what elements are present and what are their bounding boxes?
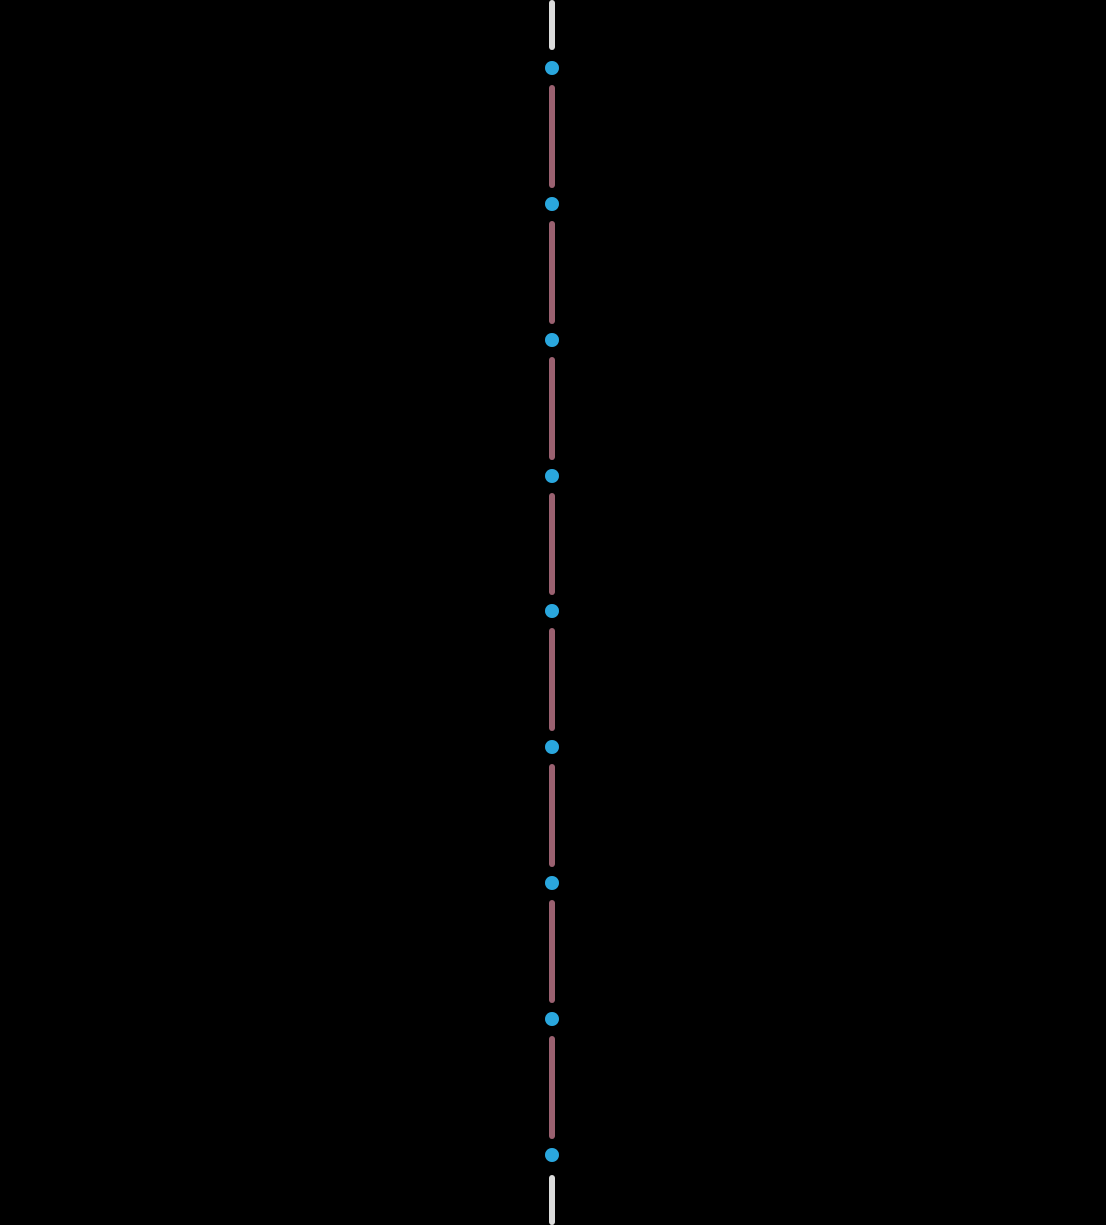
timeline-connector-segment (549, 1036, 555, 1139)
timeline-connector-segment (549, 357, 555, 460)
timeline-node[interactable] (545, 1012, 559, 1026)
timeline-terminal-segment (549, 0, 555, 50)
timeline-node[interactable] (545, 740, 559, 754)
timeline-connector-segment (549, 85, 555, 188)
timeline-connector-segment (549, 900, 555, 1003)
timeline-node[interactable] (545, 333, 559, 347)
timeline-node[interactable] (545, 197, 559, 211)
timeline-connector-segment (549, 764, 555, 867)
timeline-connector-segment (549, 493, 555, 595)
timeline-connector-segment (549, 221, 555, 324)
timeline-node[interactable] (545, 604, 559, 618)
timeline-node[interactable] (545, 876, 559, 890)
timeline-node[interactable] (545, 61, 559, 75)
timeline-connector-segment (549, 628, 555, 731)
timeline-node[interactable] (545, 1148, 559, 1162)
timeline-node[interactable] (545, 469, 559, 483)
timeline-terminal-segment (549, 1175, 555, 1225)
